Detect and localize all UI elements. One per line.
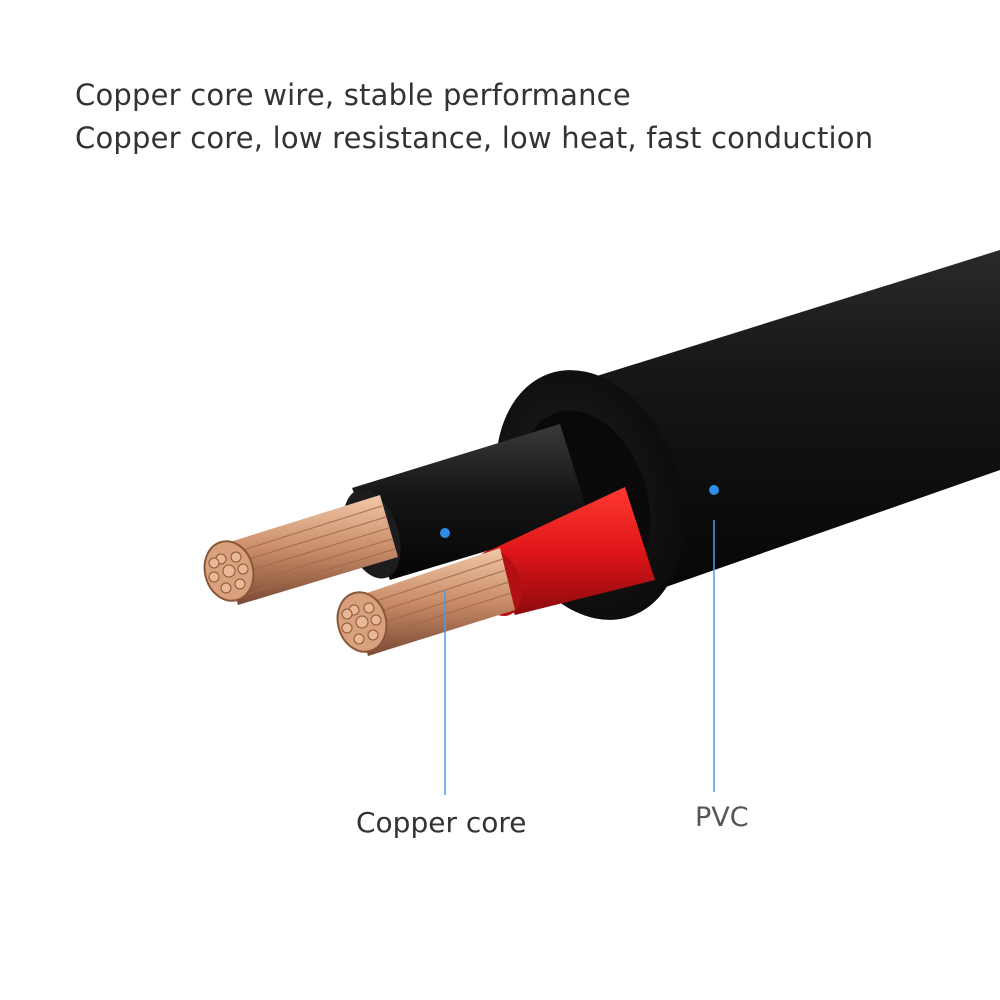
headline-line-1: Copper core wire, stable performance	[75, 78, 631, 112]
pvc-pointer	[709, 485, 719, 792]
red-insulated-wire	[352, 487, 655, 656]
copper-strand-end-black	[203, 540, 255, 602]
pvc-label: PVC	[695, 802, 749, 833]
headline-line-2: Copper core, low resistance, low heat, f…	[75, 121, 874, 155]
black-insulated-wire	[220, 424, 590, 605]
copper-strand-end-red	[336, 591, 388, 653]
copper-core-pointer	[440, 528, 450, 795]
copper-core-label: Copper core	[356, 806, 527, 839]
